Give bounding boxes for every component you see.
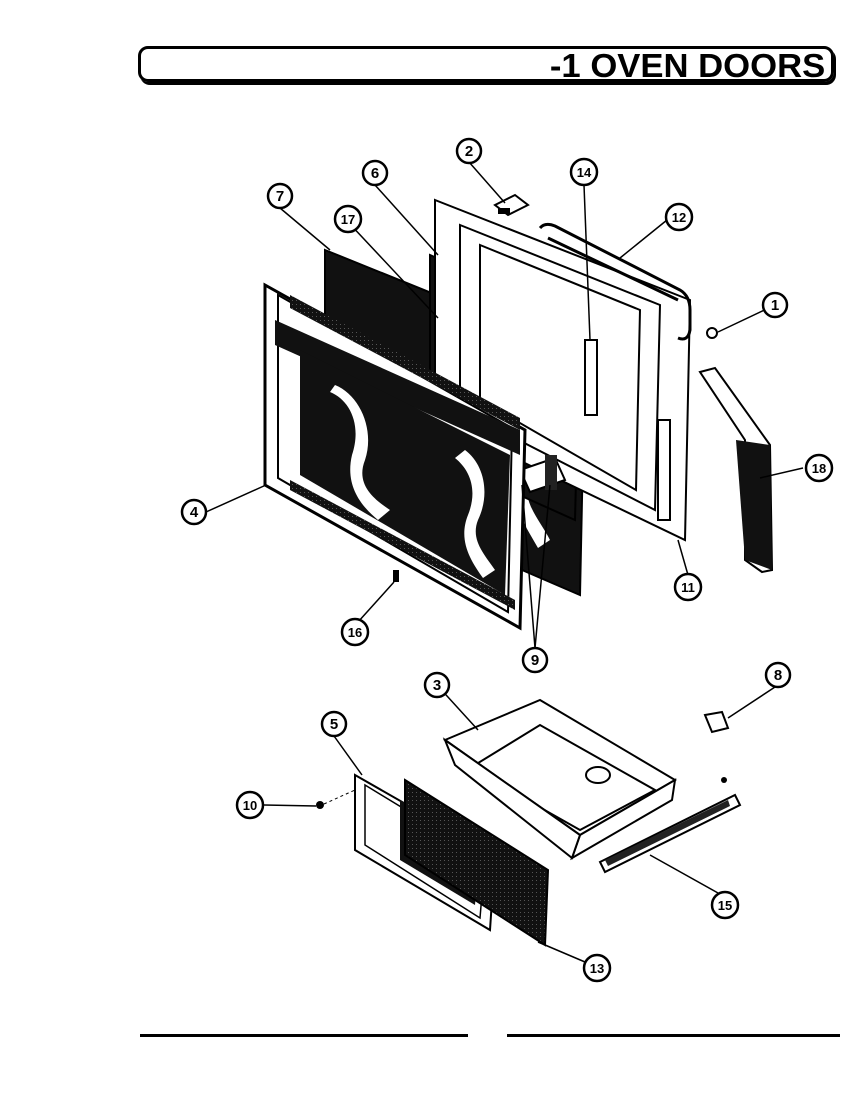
svg-text:10: 10 xyxy=(243,798,257,813)
callout-13: 13 xyxy=(582,953,612,983)
callout-18: 18 xyxy=(804,453,834,483)
callout-11: 11 xyxy=(673,572,703,602)
callout-2: 2 xyxy=(455,137,483,165)
svg-text:4: 4 xyxy=(190,504,199,521)
callout-5: 5 xyxy=(320,710,348,738)
svg-text:1: 1 xyxy=(771,297,779,314)
part-8-clip xyxy=(703,710,730,783)
svg-text:5: 5 xyxy=(330,716,338,733)
callout-17: 17 xyxy=(333,204,363,234)
callout-1: 1 xyxy=(761,291,789,319)
svg-text:11: 11 xyxy=(681,580,695,595)
svg-text:7: 7 xyxy=(276,188,284,205)
part-11-door-liner xyxy=(434,198,692,542)
callout-12: 12 xyxy=(664,202,694,232)
part-16-screw xyxy=(393,570,399,582)
leader-lines xyxy=(205,161,804,963)
svg-text:12: 12 xyxy=(672,210,686,225)
part-3-drawer-body xyxy=(442,698,677,861)
part-15-drawer-rail xyxy=(598,793,742,874)
svg-text:6: 6 xyxy=(371,165,379,182)
svg-text:8: 8 xyxy=(774,667,782,684)
callout-16: 16 xyxy=(340,617,370,647)
title-frame: -1 OVEN DOORS xyxy=(138,46,834,84)
part-1-screw xyxy=(706,327,718,339)
svg-text:2: 2 xyxy=(465,143,473,160)
callout-6: 6 xyxy=(361,159,389,187)
svg-text:17: 17 xyxy=(341,212,355,227)
callout-8: 8 xyxy=(764,661,792,689)
callout-3: 3 xyxy=(423,671,451,699)
callout-10: 10 xyxy=(235,790,265,820)
part-4-front-frame xyxy=(263,282,527,631)
svg-text:18: 18 xyxy=(812,461,826,476)
svg-text:9: 9 xyxy=(531,652,539,669)
svg-text:13: 13 xyxy=(590,961,604,976)
part-10-screw xyxy=(316,789,356,809)
part-2-clip xyxy=(493,193,530,217)
callout-14: 14 xyxy=(569,157,599,187)
callout-4: 4 xyxy=(180,498,208,526)
svg-text:3: 3 xyxy=(433,677,441,694)
part-12-gasket xyxy=(538,222,692,341)
bottom-rule-right xyxy=(507,1034,840,1037)
callout-7: 7 xyxy=(266,182,294,210)
callout-15: 15 xyxy=(710,890,740,920)
callouts: 1 2 3 4 5 6 7 8 9 10 11 12 13 14 15 16 1… xyxy=(180,137,834,983)
svg-text:14: 14 xyxy=(577,165,592,180)
part-9-hinges xyxy=(518,455,567,494)
svg-text:16: 16 xyxy=(348,625,362,640)
svg-text:15: 15 xyxy=(718,898,732,913)
part-18-side-trim xyxy=(698,366,774,574)
callout-9: 9 xyxy=(521,646,549,674)
bottom-rule-left xyxy=(140,1034,468,1037)
page-title: -1 OVEN DOORS xyxy=(549,47,825,84)
